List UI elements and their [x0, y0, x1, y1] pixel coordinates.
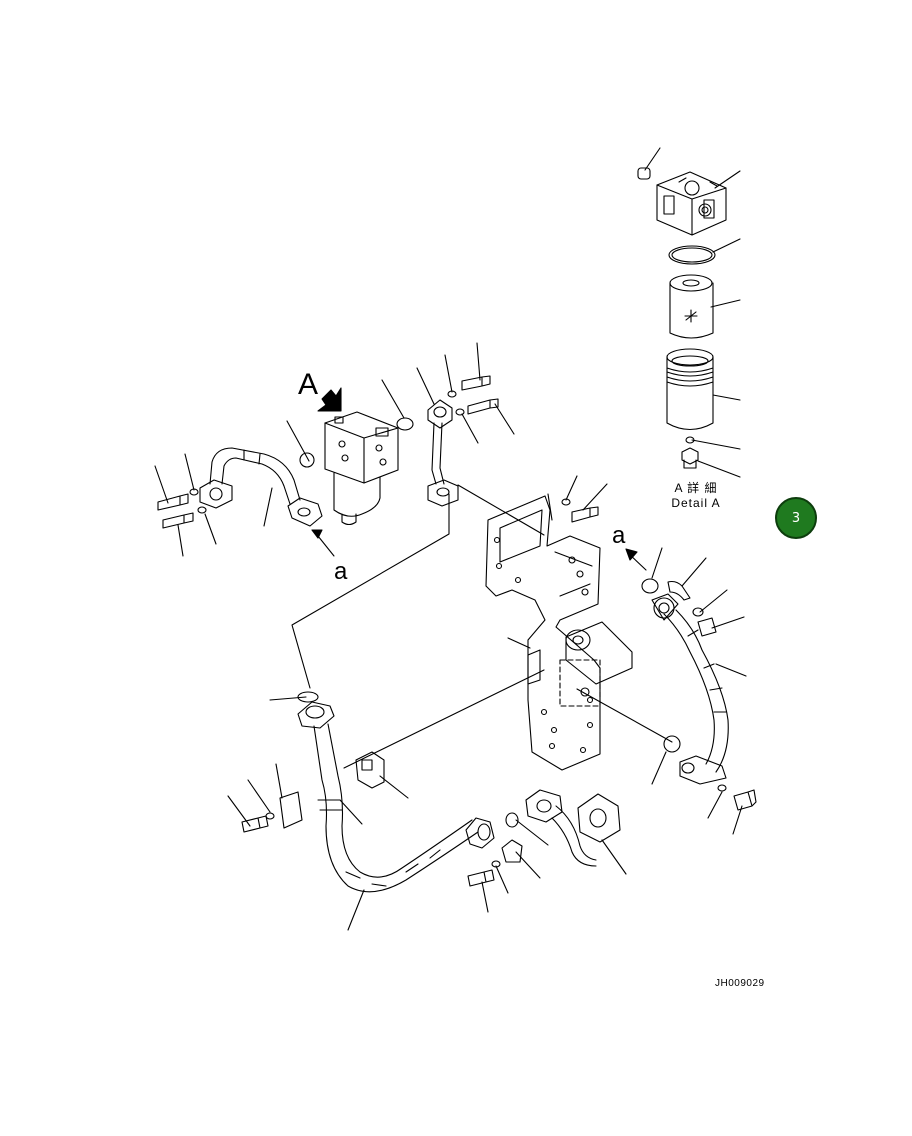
- o-ring-upper: [396, 417, 414, 431]
- view-a-label: A: [298, 368, 319, 401]
- port-a-label-right: a: [612, 522, 626, 549]
- routing-lines: [291, 484, 673, 769]
- drawing-code: JH009029: [715, 978, 765, 989]
- bolts-upper: [381, 342, 515, 444]
- hose-lower: [241, 691, 523, 893]
- bracket-bolt: [507, 475, 608, 649]
- page-badge-number: 3: [791, 510, 801, 526]
- filter-element: [669, 274, 714, 339]
- detail-leaders: [644, 147, 741, 478]
- pipe-upper-right: [427, 399, 459, 507]
- filter-head-detail: [637, 167, 727, 236]
- leaders-right: [651, 547, 747, 835]
- lower-fitting: [525, 789, 621, 867]
- pipe-left: [199, 447, 323, 527]
- detail-a-caption: A 詳 細 Detail A: [664, 481, 728, 511]
- filter-case: [666, 348, 714, 431]
- bolts-left: [154, 420, 310, 557]
- hose-right: [641, 578, 757, 811]
- o-ring-detail: [668, 245, 716, 265]
- drain-plug: [681, 447, 699, 469]
- leaders-lower: [227, 696, 627, 931]
- port-a-label-left: a: [334, 558, 348, 585]
- pump-body: [565, 621, 633, 685]
- page-badge[interactable]: 3: [775, 497, 817, 539]
- filter-assembly: [324, 411, 399, 526]
- detail-caption-jp: A 詳 細: [674, 481, 718, 495]
- o-ring-left: [299, 452, 315, 468]
- mounting-bracket: [485, 495, 601, 771]
- view-a-arrow: [317, 387, 342, 412]
- detail-caption-en: Detail A: [671, 496, 721, 510]
